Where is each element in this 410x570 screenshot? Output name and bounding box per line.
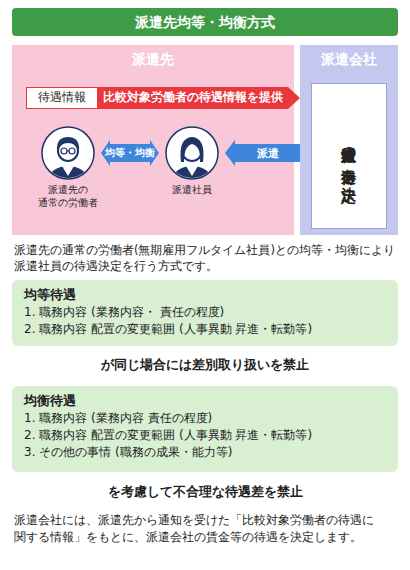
- title-bar: 派遣先均等・均衡方式: [12, 8, 398, 36]
- flow-arrow: [225, 140, 300, 166]
- figure-label: 派遣先の 通常の労働者: [35, 183, 101, 209]
- icon-ring: [166, 127, 218, 179]
- flow-arrow: [98, 87, 300, 109]
- rule-heading: 均衡待遇: [24, 392, 386, 410]
- panel-heading: 派遣会社: [300, 50, 398, 68]
- rule-item: 2. 職務内容 配置の変更範囲 (人事異動 昇進・転勤等): [24, 321, 386, 338]
- company-panel: 派遣会社派遣社員の 待遇を決定: [300, 45, 398, 235]
- note-text: 派遣会社には、派遣先から通知を受けた「比較対象労働者の待遇に 関する情報」をもと…: [14, 512, 398, 546]
- vertical-text: 派遣社員の 待遇を決定: [337, 90, 361, 222]
- icon-shoulders: [47, 166, 89, 198]
- rule-item: 1. 職務内容 (業務内容・ 責任の程度): [24, 304, 386, 321]
- note-text: 派遣先の通常の労働者(無期雇用フルタイム社員)との均等・均衡により 派遣社員の待…: [14, 242, 398, 274]
- employee-icon: [166, 127, 218, 198]
- note-text: が同じ場合には差別取り扱いを禁止: [12, 355, 398, 375]
- title-text: 派遣先均等・均衡方式: [12, 8, 398, 36]
- icon-glasses: [69, 148, 75, 154]
- decision-box: 派遣社員の 待遇を決定: [311, 83, 387, 229]
- icon-head: [182, 141, 202, 161]
- note-text: を考慮して不合理な待遇差を禁止: [12, 482, 398, 502]
- tag-text: 待遇情報: [27, 88, 97, 107]
- info-tag: 待遇情報: [26, 87, 98, 109]
- rule-item: 2. 職務内容 配置の変更範囲 (人事異動 昇進・転勤等): [24, 427, 386, 444]
- icon-collar: [62, 166, 74, 176]
- panel-heading: 派遣先: [12, 50, 294, 68]
- site-panel: 派遣先待遇情報派遣先の 通常の労働者 派遣社員: [12, 45, 294, 235]
- icon-head: [58, 141, 78, 161]
- rule-box: 均衡待遇1. 職務内容 (業務内容 責任の程度)2. 職務内容 配置の変更範囲 …: [12, 386, 398, 472]
- icon-shoulders: [171, 166, 213, 198]
- rule-box: 均等待遇1. 職務内容 (業務内容・ 責任の程度)2. 職務内容 配置の変更範囲…: [12, 280, 398, 346]
- flow-arrow: [101, 140, 159, 166]
- icon-hair: [57, 137, 79, 151]
- rule-heading: 均等待遇: [24, 286, 386, 304]
- icon-body: [171, 166, 213, 198]
- rule-item: 1. 職務内容 (業務内容 責任の程度): [24, 410, 386, 427]
- icon-hair: [180, 137, 203, 162]
- figure-label: 派遣社員: [159, 183, 225, 196]
- worker-icon: [42, 127, 94, 198]
- icon-ring: [42, 127, 94, 179]
- worker-figure: 派遣先の 通常の労働者: [35, 125, 101, 211]
- icon-glasses: [61, 148, 67, 154]
- worker-figure: 派遣社員: [159, 125, 225, 211]
- rule-item: 3. その他の事情 (職務の成果・能力等): [24, 444, 386, 461]
- icon-collar: [186, 166, 198, 176]
- icon-body: [47, 166, 89, 198]
- icon-glasses: [67, 150, 69, 151]
